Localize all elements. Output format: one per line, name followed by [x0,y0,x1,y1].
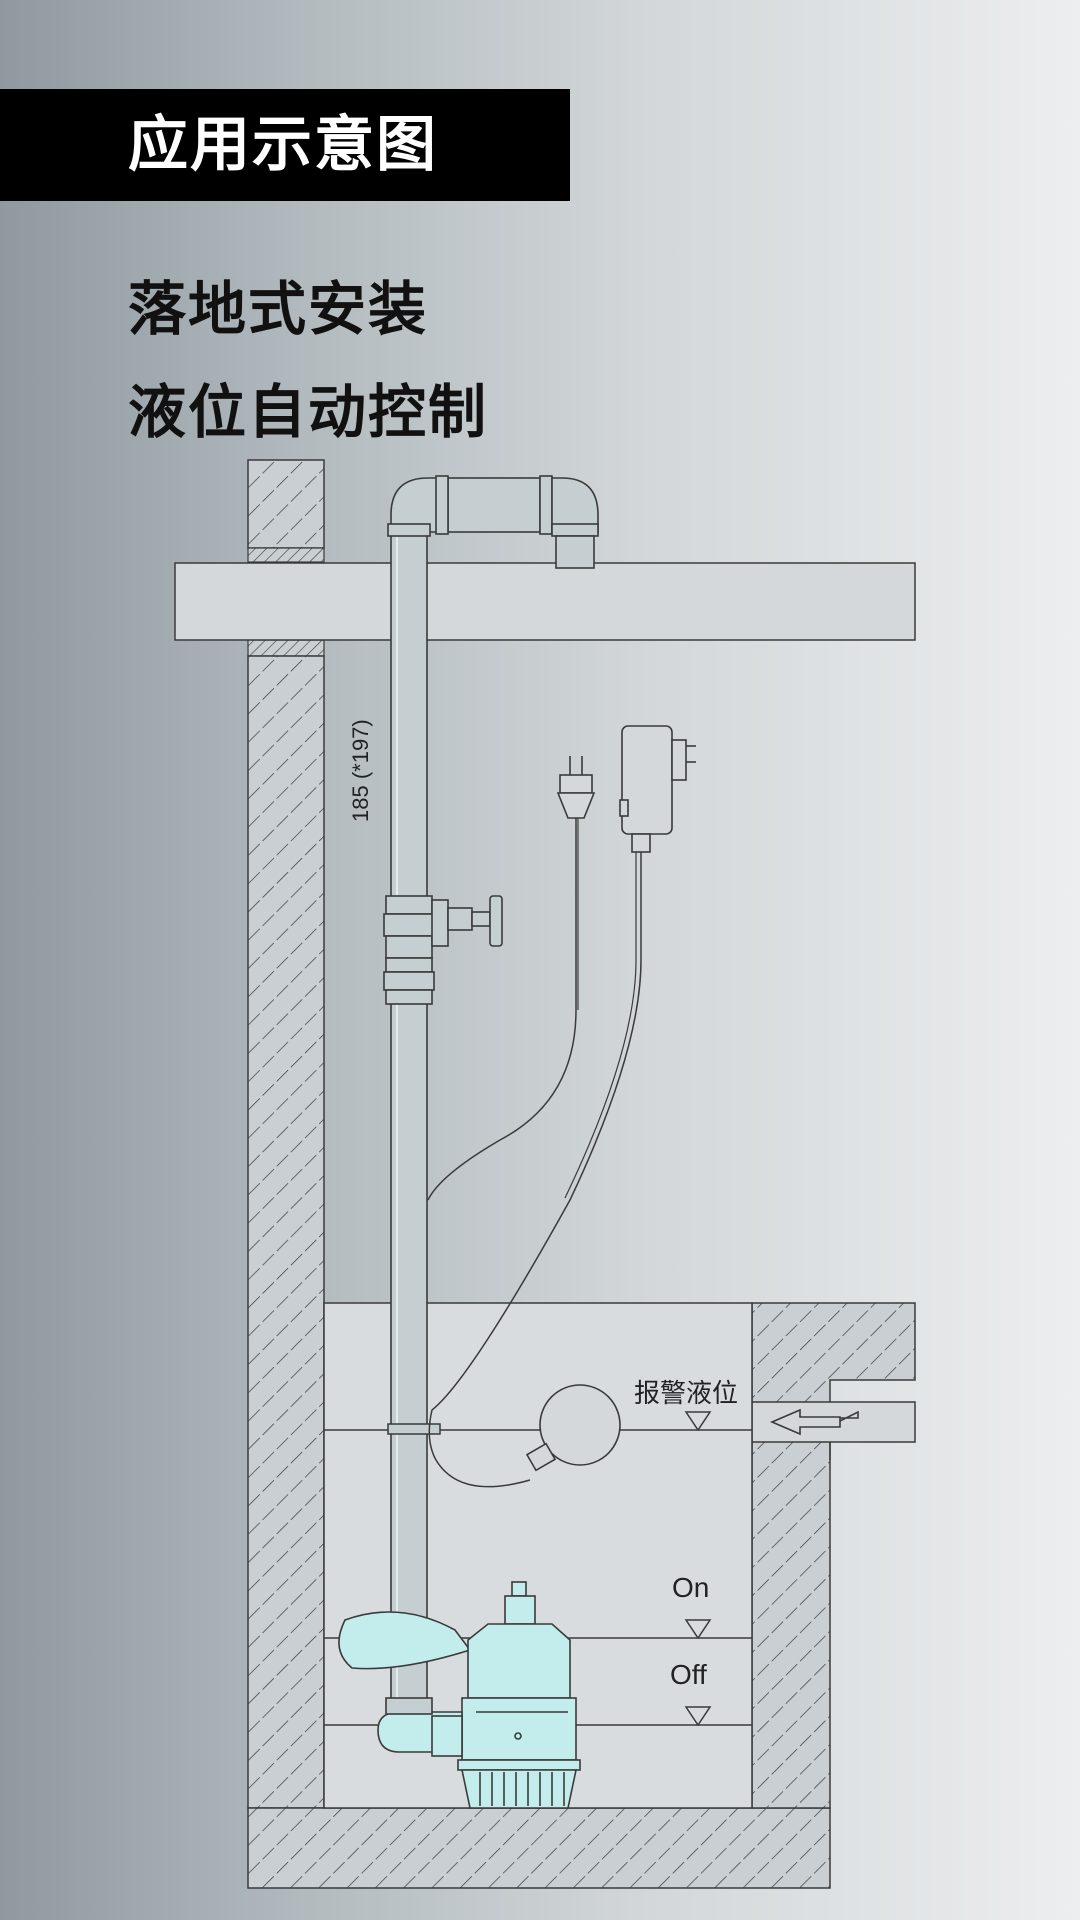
power-plug-icon [556,756,596,819]
bottom-wall [247,1807,831,1889]
float-cable [435,1459,531,1488]
on-label: On [672,1572,709,1603]
discharge-pipe [387,475,599,1711]
off-level-marker-icon [684,1706,712,1727]
float-switch-icon [525,1384,621,1472]
controller-cable [428,852,642,1461]
inlet-arrow-icon [769,1408,859,1436]
alarm-level-label: 报警液位 [634,1378,738,1408]
controller-box-icon [619,725,696,853]
control-type-title: 液位自动控制 [128,378,489,446]
title-banner: 应用示意图 [0,89,570,201]
left-wall [247,459,325,1809]
floor-slab [174,562,916,641]
right-wall [751,1302,916,1809]
on-level-marker-icon [684,1619,712,1640]
submersible-pump-icon [338,1581,581,1809]
power-cable [427,818,577,1201]
gate-valve-icon [383,895,503,1005]
pipe-clamp [387,1423,441,1435]
alarm-level-marker-icon [684,1411,712,1432]
off-label: Off [670,1659,707,1690]
banner-title: 应用示意图 [128,110,438,180]
installation-type-title: 落地式安装 [128,275,429,343]
dimension-label: 185 (*197) [348,719,373,822]
pipe-lower-connection [385,1697,433,1715]
